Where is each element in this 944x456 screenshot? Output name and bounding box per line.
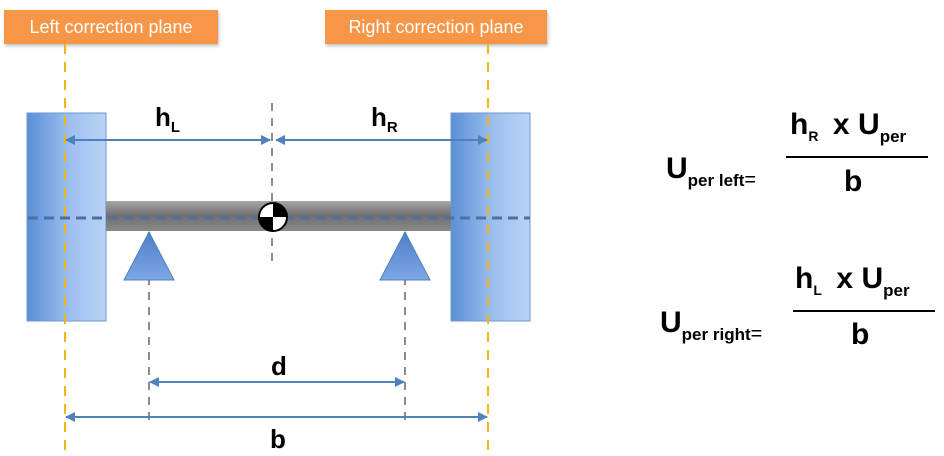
triangle-support-icon [379, 230, 431, 281]
formula-left-lhs: Uper left= [666, 152, 757, 191]
center-of-mass-icon [258, 202, 288, 232]
left-correction-plane-label: Left correction plane [4, 10, 218, 44]
formula-right-denominator: b [851, 318, 870, 351]
hL-label: hL [155, 102, 180, 136]
formula-right-numerator: hL x Uper [795, 262, 910, 300]
formula-left-denominator: b [844, 165, 863, 198]
b-label: b [270, 424, 286, 454]
triangle-support-icon [123, 230, 175, 281]
d-label: d [271, 351, 287, 381]
right-correction-plane-label: Right correction plane [325, 10, 547, 44]
formula-left-numerator: hR x Uper [790, 108, 907, 146]
formula-left-fraction-bar [786, 156, 928, 158]
formula-right-lhs: Uper right= [660, 306, 763, 345]
formula-right-fraction-bar [793, 310, 935, 312]
hR-label: hR [371, 102, 398, 136]
